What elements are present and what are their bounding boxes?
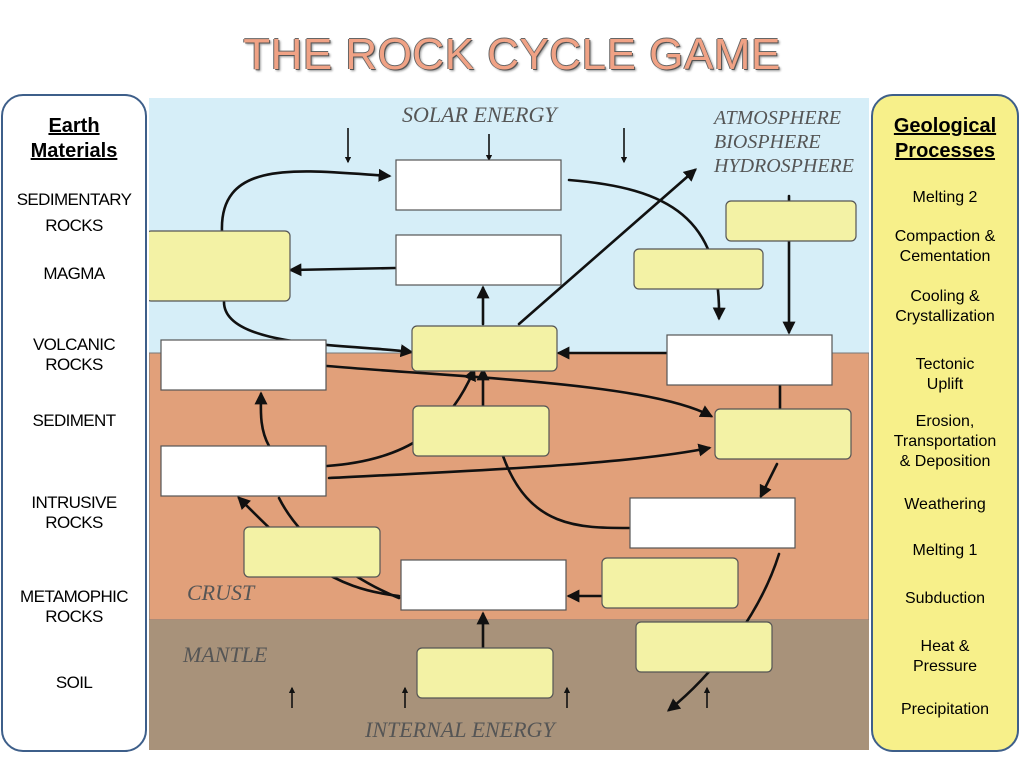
material-box-left-lower[interactable]	[160, 445, 327, 497]
process-box-mantle-right[interactable]	[635, 621, 773, 673]
process-label-line1: Weathering	[904, 496, 986, 513]
process-tectonic-uplift[interactable]: Tectonic Uplift	[873, 355, 1017, 395]
atmosphere-biosphere-hydrosphere-label: ATMOSPHERE BIOSPHERE HYDROSPHERE	[714, 107, 854, 177]
process-erosion-transportation-deposition[interactable]: Erosion, Transportation & Deposition	[873, 412, 1017, 472]
material-box-right-lower[interactable]	[629, 497, 796, 549]
process-box-mantle-center[interactable]	[416, 647, 554, 699]
process-label-line1: Cooling &	[910, 288, 980, 305]
material-label-line2: ROCKS	[45, 216, 103, 235]
process-box-left[interactable]	[149, 230, 291, 302]
geological-processes-heading-line1: Geological	[893, 115, 997, 137]
earth-materials-panel: Earth Materials SEDIMENTARY ROCKS MAGMA …	[1, 94, 147, 752]
mantle-label: MANTLE	[183, 642, 268, 667]
material-metamorphic-rocks[interactable]: METAMOPHIC ROCKS	[3, 587, 145, 627]
process-subduction[interactable]: Subduction	[873, 589, 1017, 609]
process-label-line1: Subduction	[904, 590, 986, 607]
material-soil[interactable]: SOIL	[3, 673, 145, 693]
arrow-center-to-atmosphere	[517, 168, 697, 326]
material-label-line2: ROCKS	[45, 513, 103, 532]
material-label-line2: ROCKS	[45, 607, 103, 626]
process-compaction-cementation[interactable]: Compaction & Cementation	[873, 227, 1017, 267]
process-label-line2: Transportation	[893, 433, 997, 450]
process-box-center[interactable]	[411, 325, 558, 372]
process-cooling-crystallization[interactable]: Cooling & Crystallization	[873, 287, 1017, 327]
material-box-left-upper[interactable]	[160, 339, 327, 391]
material-box-mid-top[interactable]	[395, 234, 562, 286]
material-intrusive-rocks[interactable]: INTRUSIVE ROCKS	[3, 493, 145, 533]
material-label-line1: SEDIMENTARY	[16, 190, 132, 209]
process-label-line3: & Deposition	[899, 453, 991, 470]
material-volcanic-rocks[interactable]: VOLCANIC ROCKS	[3, 335, 145, 375]
process-box-right-mid[interactable]	[633, 248, 764, 290]
process-label-line1: Compaction &	[894, 228, 996, 245]
arrow-lower-left-to-volcanic	[254, 391, 271, 448]
geological-processes-heading-line2: Processes	[894, 140, 996, 162]
arrow-mid-to-left	[288, 263, 397, 277]
material-box-top[interactable]	[395, 159, 562, 211]
process-label-line1: Erosion,	[915, 413, 975, 430]
process-label-line2: Crystallization	[895, 308, 995, 325]
arrow-volcanic-to-erosion	[325, 364, 714, 418]
material-label-line1: INTRUSIVE	[31, 493, 117, 512]
internal-energy-label: INTERNAL ENERGY	[365, 717, 555, 742]
arrow-crust-curve-to-whitebox	[501, 454, 631, 530]
page-title: THE ROCK CYCLE GAME	[243, 30, 781, 79]
material-box-right-crust[interactable]	[666, 334, 833, 386]
material-label-line1: SOIL	[55, 673, 93, 692]
process-melting-2[interactable]: Melting 2	[873, 188, 1017, 208]
material-sedimentary-rocks[interactable]: SEDIMENTARY ROCKS	[3, 190, 145, 236]
process-box-lower-right[interactable]	[601, 557, 739, 609]
process-box-crust-center[interactable]	[412, 405, 550, 457]
material-magma[interactable]: MAGMA	[3, 264, 145, 284]
material-sediment[interactable]: SEDIMENT	[3, 411, 145, 431]
material-label-line1: SEDIMENT	[32, 411, 116, 430]
process-box-erosion[interactable]	[714, 408, 852, 460]
process-label-line1: Tectonic	[915, 356, 975, 373]
rock-cycle-diagram-svg	[149, 98, 869, 750]
process-label-line2: Cementation	[899, 248, 991, 265]
process-label-line2: Uplift	[926, 376, 964, 393]
process-box-lower-left[interactable]	[243, 526, 381, 578]
arrow-erosion-down	[759, 462, 779, 499]
material-label-line1: METAMOPHIC	[20, 587, 129, 606]
process-heat-pressure[interactable]: Heat & Pressure	[873, 637, 1017, 677]
material-label-line2: ROCKS	[45, 355, 103, 374]
process-precipitation[interactable]: Precipitation	[873, 700, 1017, 720]
solar-energy-label: SOLAR ENERGY	[402, 102, 557, 127]
crust-label: CRUST	[187, 580, 255, 605]
process-label-line1: Melting 1	[912, 542, 978, 559]
arrow-left-to-top	[220, 168, 392, 234]
rock-cycle-diagram: SOLAR ENERGY ATMOSPHERE BIOSPHERE HYDROS…	[149, 98, 869, 750]
process-label-line1: Precipitation	[900, 701, 990, 718]
process-melting-1[interactable]: Melting 1	[873, 541, 1017, 561]
earth-materials-heading-line2: Materials	[30, 140, 118, 162]
geological-processes-panel: Geological Processes Melting 2 Compactio…	[871, 94, 1019, 752]
arrow-intrusive-to-erosion	[327, 443, 712, 480]
material-box-bottom[interactable]	[400, 559, 567, 611]
material-label-line1: VOLCANIC	[32, 335, 116, 354]
process-label-line2: Pressure	[912, 658, 978, 675]
process-box-upper-right[interactable]	[725, 200, 857, 242]
process-label-line1: Melting 2	[912, 189, 978, 206]
earth-materials-heading-line1: Earth	[48, 115, 100, 137]
material-label-line1: MAGMA	[43, 264, 105, 283]
process-weathering[interactable]: Weathering	[873, 495, 1017, 515]
process-label-line1: Heat &	[920, 638, 970, 655]
